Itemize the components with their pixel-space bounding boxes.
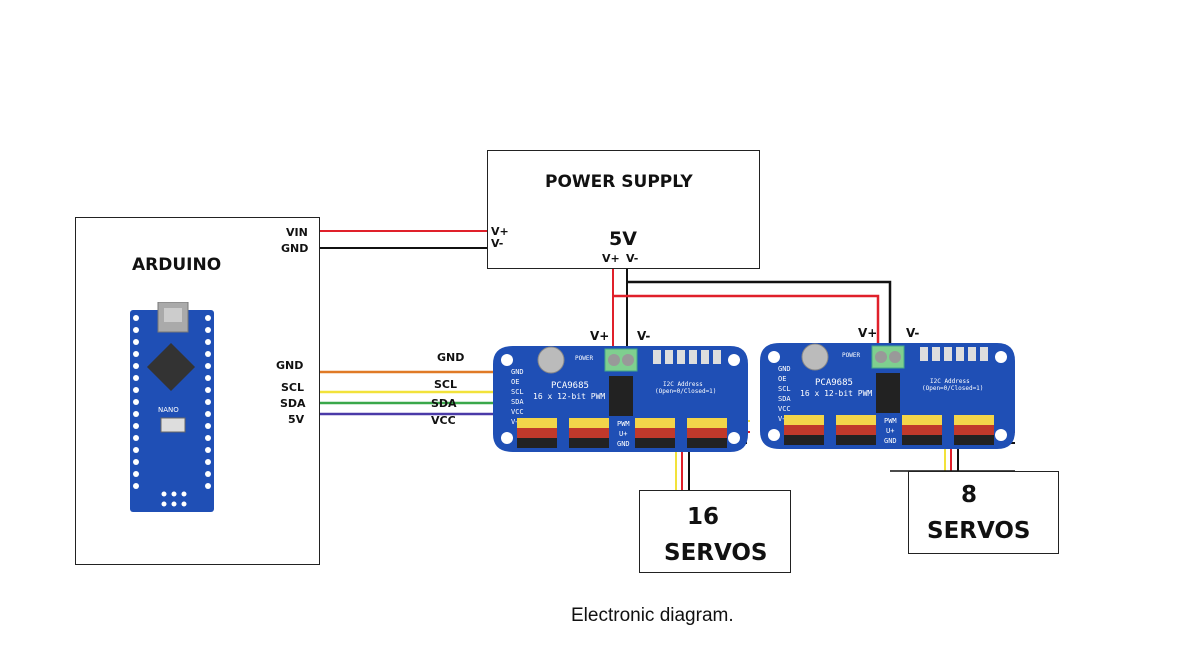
nano-label: NANO — [158, 406, 179, 414]
pca1-terminal-vneg: V- — [637, 329, 651, 343]
arduino-title: ARDUINO — [132, 255, 222, 275]
pca1-pin-scl: SCL — [511, 388, 524, 396]
diagram-caption: Electronic diagram. — [571, 605, 734, 626]
psu-left-vpos: V+ — [491, 225, 509, 238]
pca1-row-gnd: GND — [617, 440, 630, 448]
power-supply-title: POWER SUPPLY — [545, 172, 693, 192]
arduino-nano-board: NANO — [130, 302, 214, 512]
pca2-power-label: POWER — [842, 352, 860, 359]
pca1-pin-gnd: GND — [511, 368, 524, 376]
servos-16-count: 16 — [687, 504, 720, 530]
power-supply-voltage: 5V — [609, 228, 637, 250]
pca2-row-uplus: U+ — [886, 427, 894, 435]
pca9685-board-2: GND OE SCL SDA VCC V+ PCA9685 16 x 12-bi… — [760, 343, 1015, 454]
wire-psu-vpos-2 — [612, 294, 880, 352]
pca1-input-scl: SCL — [434, 378, 458, 391]
servos-8-label: SERVOS — [927, 518, 1031, 544]
pca2-pin-scl: SCL — [778, 385, 791, 393]
arduino-pin-sda: SDA — [280, 397, 306, 410]
arduino-box: ARDUINO VIN GND GND SCL SDA 5V NANO — [75, 217, 320, 565]
pca2-pin-vpos: V+ — [778, 415, 786, 423]
pca1-input-vcc: VCC — [431, 414, 456, 427]
arduino-header-pins — [133, 315, 211, 507]
pca1-address-label: I2C Address — [663, 381, 703, 388]
servos-16-label: SERVOS — [664, 540, 768, 566]
pca2-address-jumpers — [920, 347, 988, 361]
pca2-servo-headers — [784, 415, 994, 445]
pca2-terminal-vpos: V+ — [858, 326, 878, 340]
pca2-pin-oe: OE — [778, 375, 786, 383]
pca1-row-pwm: PWM — [617, 420, 630, 428]
pca9685-board-1: GND OE SCL SDA VCC V+ PCA9685 16 x 12-bi… — [493, 346, 748, 457]
pca1-servo-headers — [517, 418, 727, 448]
servos-8-box: 8 SERVOS — [908, 471, 1059, 554]
power-supply-box: POWER SUPPLY 5V V+ V- V+ V- — [487, 150, 760, 269]
pca2-address-sub: (Open=0/Closed=1) — [922, 385, 983, 392]
pca2-row-gnd: GND — [884, 437, 897, 445]
pca2-subtitle: 16 x 12-bit PWM — [800, 389, 872, 398]
psu-left-vneg: V- — [491, 237, 504, 250]
arduino-pin-vin: VIN — [286, 226, 308, 239]
wire-psu-vneg-2 — [627, 280, 892, 352]
pca1-terminal-vpos: V+ — [590, 329, 610, 343]
arduino-pin-gnd-power: GND — [281, 242, 309, 255]
pca1-pin-vpos: V+ — [511, 418, 519, 426]
pca1-power-label: POWER — [575, 355, 593, 362]
servos-8-count: 8 — [961, 482, 978, 508]
psu-bottom-vneg: V- — [626, 252, 639, 265]
pca1-pin-vcc: VCC — [511, 408, 524, 416]
pca1-address-sub: (Open=0/Closed=1) — [655, 388, 716, 395]
arduino-pin-5v: 5V — [288, 413, 305, 426]
pca1-pin-sda: SDA — [511, 398, 524, 406]
pca1-input-sda: SDA — [431, 397, 457, 410]
arduino-pin-scl: SCL — [281, 381, 305, 394]
pca2-terminal-vneg: V- — [906, 326, 920, 340]
arduino-pin-gnd: GND — [276, 359, 304, 372]
psu-bottom-vpos: V+ — [602, 252, 620, 265]
pca1-row-uplus: U+ — [619, 430, 627, 438]
pca1-pin-oe: OE — [511, 378, 519, 386]
pca1-address-jumpers — [653, 350, 721, 364]
pca2-chip-label: PCA9685 — [815, 378, 853, 388]
pca1-input-gnd: GND — [437, 351, 465, 364]
pca2-address-label: I2C Address — [930, 378, 970, 385]
pca1-subtitle: 16 x 12-bit PWM — [533, 392, 605, 401]
pca2-pin-gnd: GND — [778, 365, 791, 373]
pca2-pin-sda: SDA — [778, 395, 791, 403]
pca2-row-pwm: PWM — [884, 417, 897, 425]
servos-16-box: 16 SERVOS — [639, 490, 791, 573]
pca2-pin-vcc: VCC — [778, 405, 791, 413]
pca1-chip-label: PCA9685 — [551, 381, 589, 391]
